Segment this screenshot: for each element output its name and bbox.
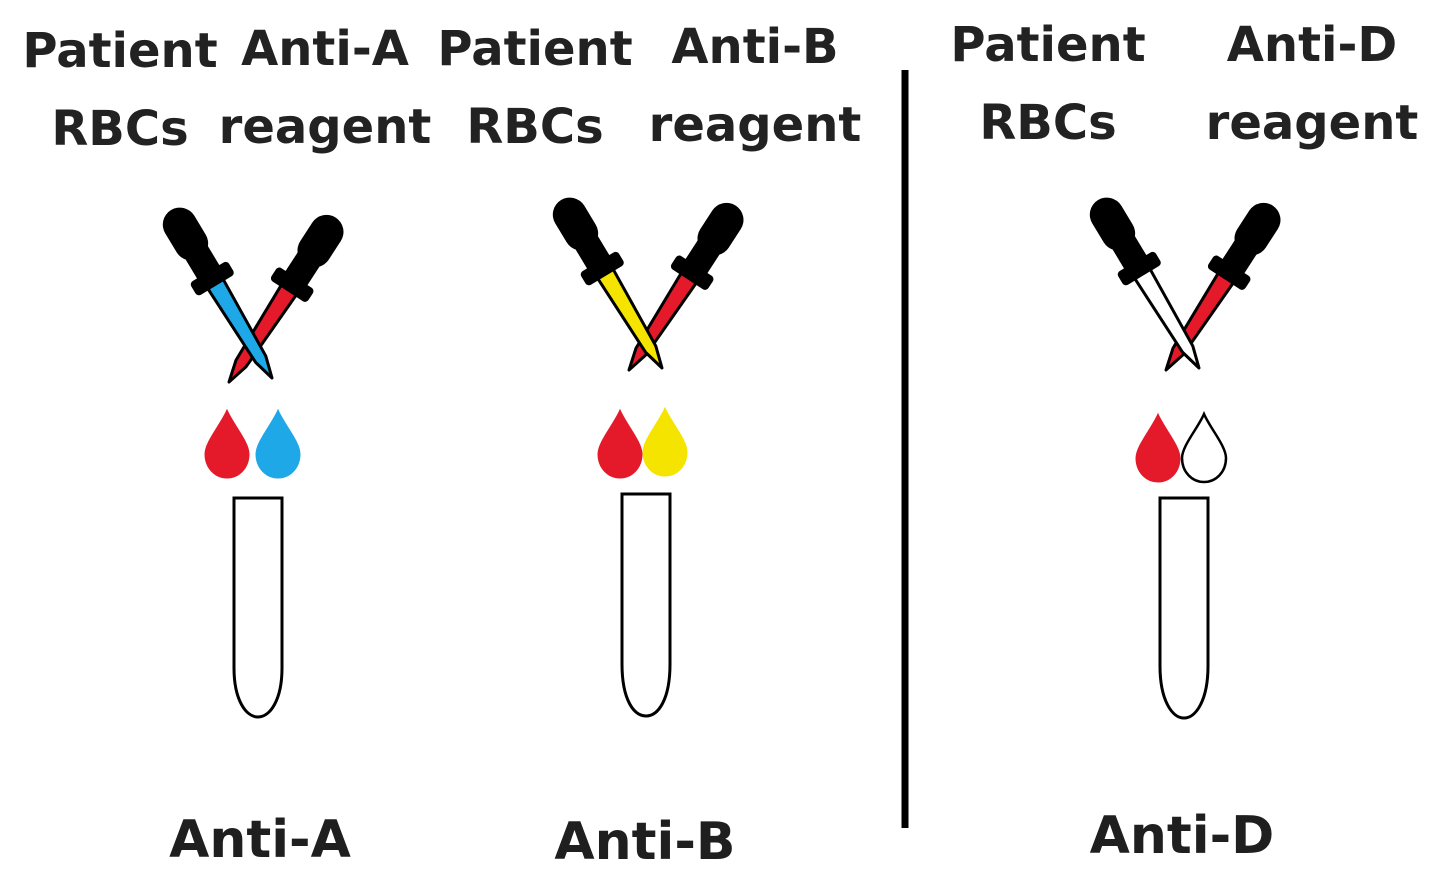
anti-d-patient-dropper [1164, 202, 1281, 372]
anti-b-reagent-drop [642, 407, 688, 477]
anti-a-rbc-drop [204, 409, 250, 479]
anti-a-right-label: Anti-A reagent [218, 21, 432, 155]
anti-b-right-label: Anti-B reagent [648, 19, 862, 153]
anti-d-right-label: Anti-D reagent [1205, 17, 1419, 151]
anti-b-reagent-dropper [552, 197, 664, 370]
anti-a-caption: Anti-A [169, 810, 351, 870]
anti-a-reagent-dropper [162, 207, 274, 380]
anti-b-test-tube [620, 492, 672, 718]
anti-b-rbc-drop [597, 409, 643, 479]
anti-a-patient-dropper [227, 214, 344, 384]
anti-d-rbc-drop [1135, 413, 1181, 483]
anti-d-test-tube [1158, 496, 1210, 720]
anti-d-reagent-dropper [1089, 197, 1201, 370]
anti-a-reagent-drop [255, 409, 301, 479]
anti-a-left-label: Patient RBCs [22, 23, 218, 157]
anti-d-caption: Anti-D [1089, 806, 1275, 866]
anti-d-left-label: Patient RBCs [950, 17, 1146, 151]
anti-b-left-label: Patient RBCs [437, 21, 633, 155]
anti-a-test-tube [232, 496, 284, 719]
anti-d-reagent-drop [1180, 412, 1228, 484]
anti-b-caption: Anti-B [554, 812, 736, 872]
anti-b-patient-dropper [627, 202, 744, 372]
